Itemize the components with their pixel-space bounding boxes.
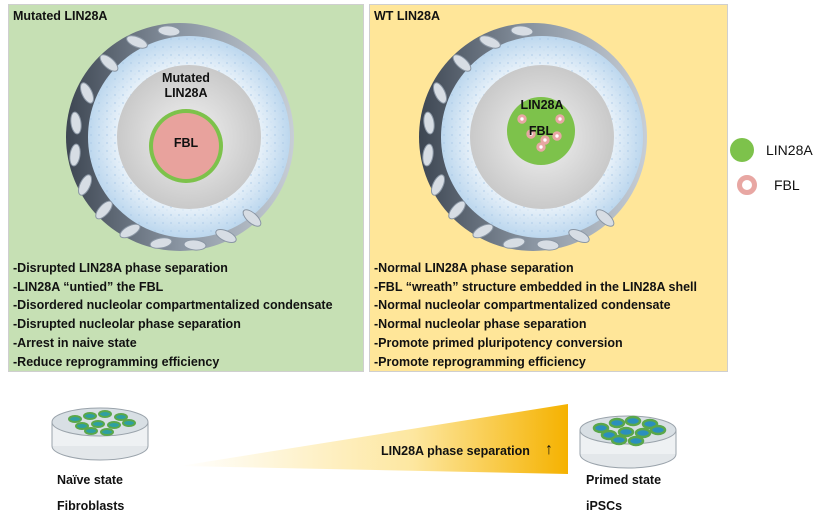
mutated-nucleus-diagram [66,23,294,251]
nuclear-pore-icons [69,25,262,251]
list-item: -Normal nucleolar phase separation [374,317,587,332]
legend-label: FBL [774,177,800,193]
mutated-cell-label: Mutated LIN28A [146,71,226,101]
mutated-bullet-list: -Disrupted LIN28A phase separation -LIN2… [13,259,333,371]
list-item: -Promote primed pluripotency conversion [374,335,623,350]
wt-nucleus-diagram [419,23,647,251]
mutated-label-line2: LIN28A [164,86,208,100]
nuclear-pore-icons [422,25,615,251]
naive-state-label: Naïve state [57,473,124,487]
list-item: -Normal nucleolar compartmentalized cond… [374,298,671,313]
up-arrow-icon: ↑ [545,441,553,458]
mutated-fbl-label: FBL [173,136,199,150]
legend-fbl: FBL [737,175,800,195]
list-item: -Reduce reprogramming efficiency [13,354,220,369]
naive-culture-dish-icon [51,407,149,461]
mutated-label-line1: Mutated [162,71,210,85]
wt-lin28a-panel: WT LIN28A LIN2 [369,4,728,372]
green-circle-icon [730,138,754,162]
list-item: -Disrupted nucleolar phase separation [13,317,241,332]
primed-culture-dish-icon [579,415,677,469]
ipscs-label: iPSCs [586,499,623,513]
list-item: -LIN28A “untied” the FBL [13,279,164,294]
list-item: -Arrest in naive state [13,335,137,350]
list-item: -Disordered nucleolar compartmentalized … [13,298,333,313]
mutated-panel-title: Mutated LIN28A [13,9,108,23]
pink-ring-icon [737,175,757,195]
list-item: -Promote reprogramming efficiency [374,354,586,369]
wt-panel-title: WT LIN28A [374,9,440,23]
phase-separation-label: LIN28A phase separation [381,444,530,458]
legend-lin28a: LIN28A [730,138,813,162]
phase-separation-gradient [180,404,568,474]
fbl-wreath-dots [517,114,565,152]
wt-lin28a-label: LIN28A [520,98,564,112]
mutated-lin28a-panel: Mutated LIN28A [8,4,364,372]
list-item: -FBL “wreath” structure embedded in the … [374,279,697,294]
wt-bullet-list: -Normal LIN28A phase separation -FBL “wr… [374,259,697,371]
legend-label: LIN28A [766,142,813,158]
fibroblasts-label: Fibroblasts [57,499,125,513]
primed-state-label: Primed state [586,473,662,487]
list-item: -Disrupted LIN28A phase separation [13,261,228,275]
list-item: -Normal LIN28A phase separation [374,261,574,275]
wt-fbl-label: FBL [528,124,554,138]
